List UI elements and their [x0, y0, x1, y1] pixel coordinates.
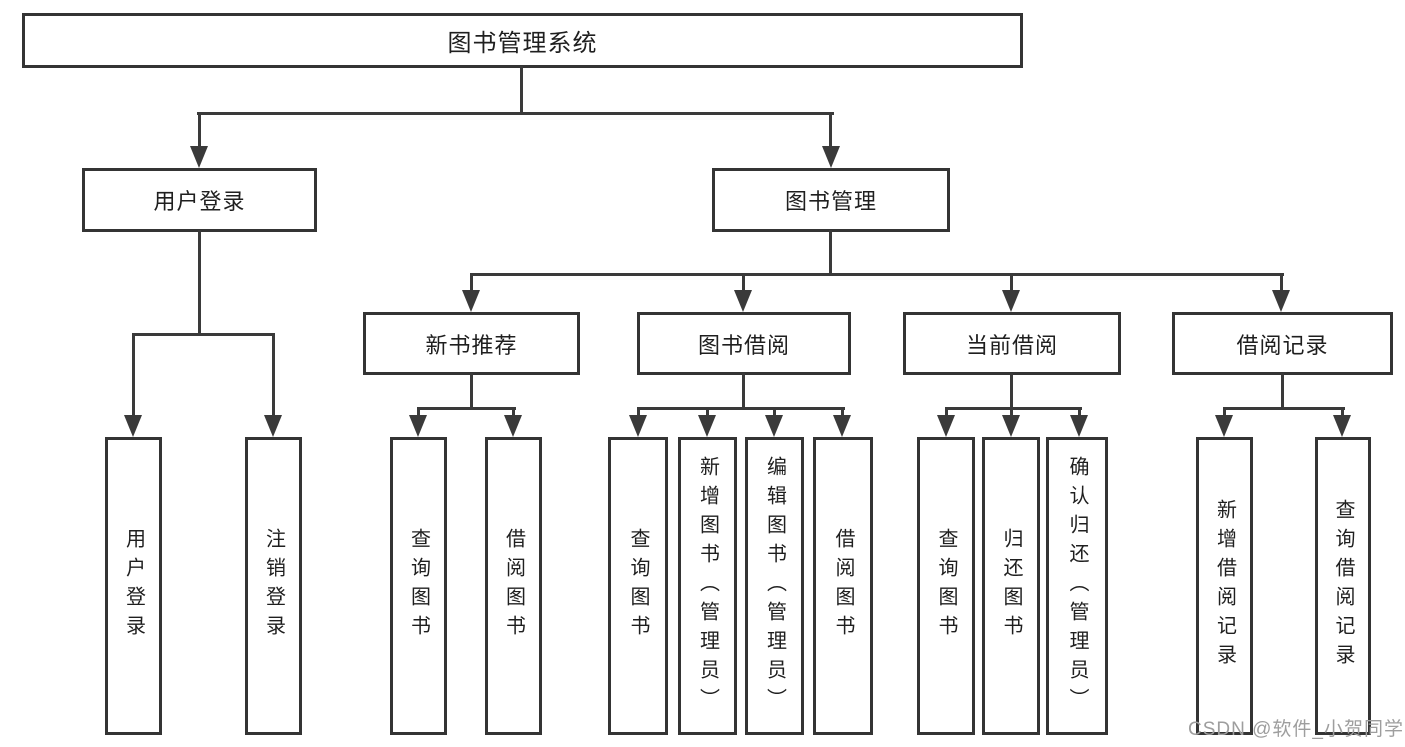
leaf-add-books-admin: 新增图书（管理员）	[678, 437, 737, 735]
arrowhead-icon	[124, 415, 142, 437]
arrowhead-icon	[1272, 290, 1290, 312]
connector-line	[197, 112, 834, 115]
leaf-borrow-books-recommend: 借阅图书	[485, 437, 542, 735]
connector-line	[1223, 407, 1226, 416]
arrowhead-icon	[765, 415, 783, 437]
connector-line	[829, 112, 832, 146]
connector-line	[272, 333, 275, 415]
leaf-add-borrow-record: 新增借阅记录	[1196, 437, 1253, 735]
connector-line	[742, 273, 745, 290]
connector-line	[742, 373, 745, 409]
connector-line	[1281, 373, 1284, 409]
arrowhead-icon	[1070, 415, 1088, 437]
node-label: 确认归还（管理员）	[1066, 455, 1088, 717]
leaf-user-login: 用户登录	[105, 437, 162, 735]
node-label: 新增借阅记录	[1213, 499, 1236, 673]
connector-line	[1078, 407, 1081, 416]
connector-line	[637, 407, 640, 416]
arrowhead-icon	[190, 146, 208, 168]
leaf-confirm-return-admin: 确认归还（管理员）	[1046, 437, 1108, 735]
connector-line	[829, 230, 832, 275]
node-label: 图书借阅	[697, 332, 790, 358]
node-user-login: 用户登录	[82, 168, 317, 232]
arrowhead-icon	[504, 415, 522, 437]
connector-line	[470, 273, 1284, 276]
arrowhead-icon	[264, 415, 282, 437]
connector-line	[470, 273, 473, 290]
node-label: 当前借阅	[965, 332, 1058, 358]
node-label: 用户登录	[153, 189, 246, 214]
arrowhead-icon	[822, 146, 840, 168]
node-label: 查询借阅记录	[1332, 499, 1354, 673]
leaf-return-books: 归还图书	[982, 437, 1040, 735]
leaf-borrow-books: 借阅图书	[813, 437, 873, 735]
arrowhead-icon	[409, 415, 427, 437]
arrowhead-icon	[734, 290, 752, 312]
node-library-management-system: 图书管理系统	[22, 13, 1023, 68]
node-label: 归还图书	[1000, 528, 1022, 644]
node-label: 编辑图书（管理员）	[763, 455, 786, 717]
node-label: 新书推荐	[425, 332, 518, 358]
connector-line	[706, 407, 709, 416]
arrowhead-icon	[698, 415, 716, 437]
leaf-query-borrow-record: 查询借阅记录	[1315, 437, 1371, 735]
leaf-query-books-recommend: 查询图书	[390, 437, 447, 735]
connector-line	[637, 407, 845, 410]
connector-line	[1341, 407, 1344, 416]
leaf-logout: 注销登录	[245, 437, 302, 735]
connector-line	[520, 66, 523, 115]
node-label: 查询图书	[407, 528, 430, 644]
connector-line	[417, 407, 420, 416]
connector-line	[198, 112, 201, 146]
node-label: 借阅图书	[832, 528, 854, 644]
connector-line	[132, 333, 275, 336]
node-label: 用户登录	[122, 528, 145, 644]
node-label: 借阅记录	[1236, 332, 1329, 358]
leaf-query-books-borrowing: 查询图书	[608, 437, 668, 735]
node-current-borrowing: 当前借阅	[903, 312, 1121, 375]
arrowhead-icon	[462, 290, 480, 312]
connector-line	[1280, 273, 1283, 290]
connector-line	[198, 230, 201, 335]
arrowhead-icon	[833, 415, 851, 437]
node-label: 借阅图书	[502, 528, 525, 644]
node-label: 注销登录	[262, 528, 285, 644]
leaf-query-books-current: 查询图书	[917, 437, 975, 735]
watermark: CSDN @软件_小贺同学	[1188, 719, 1404, 740]
node-label: 图书管理	[784, 189, 877, 214]
connector-line	[417, 407, 516, 410]
arrowhead-icon	[629, 415, 647, 437]
node-label: 查询图书	[935, 528, 957, 644]
node-label: 新增图书（管理员）	[696, 455, 719, 717]
arrowhead-icon	[1215, 415, 1233, 437]
node-borrowing-records: 借阅记录	[1172, 312, 1393, 375]
node-label: 查询图书	[627, 528, 649, 644]
connector-line	[1010, 373, 1013, 409]
arrowhead-icon	[937, 415, 955, 437]
connector-line	[945, 407, 948, 416]
node-label: 图书管理系统	[447, 30, 598, 57]
connector-line	[1223, 407, 1345, 410]
arrowhead-icon	[1002, 290, 1020, 312]
leaf-edit-books-admin: 编辑图书（管理员）	[745, 437, 804, 735]
connector-line	[773, 407, 776, 416]
connector-line	[470, 373, 473, 409]
connector-line	[841, 407, 844, 416]
arrowhead-icon	[1002, 415, 1020, 437]
connector-line	[945, 407, 1082, 410]
node-book-borrowing: 图书借阅	[637, 312, 851, 375]
connector-line	[512, 407, 515, 416]
node-book-management: 图书管理	[712, 168, 950, 232]
connector-line	[1010, 407, 1013, 416]
connector-line	[1010, 273, 1013, 290]
arrowhead-icon	[1333, 415, 1351, 437]
node-new-book-recommend: 新书推荐	[363, 312, 580, 375]
connector-line	[132, 333, 135, 415]
